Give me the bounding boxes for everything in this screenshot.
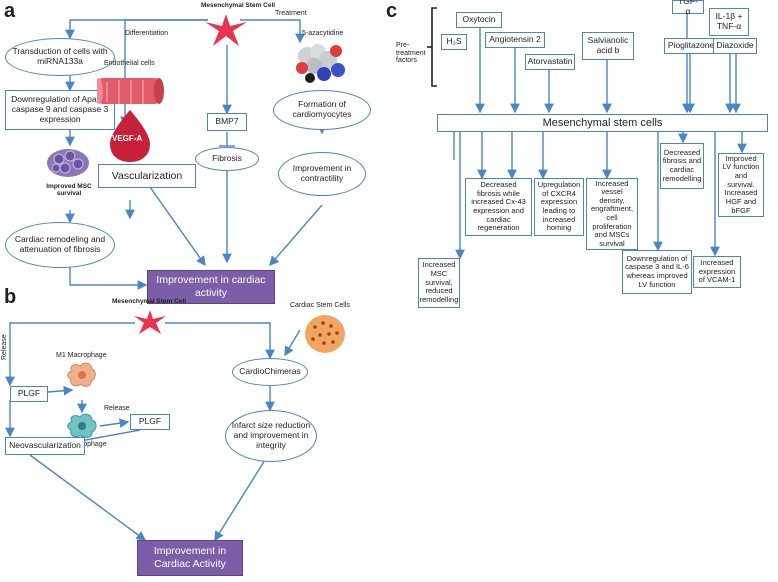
azacytidine-label: 5-azacytidine [302,30,344,37]
m2-macrophage-icon [67,413,97,438]
panel-b-stem-cell-star-icon [134,310,166,334]
outcome-il1b-tnfa: Increased expression of VCAM-1 [693,256,741,288]
vegf-drop-icon [110,110,150,162]
infarct-reduction-ellipse: Infarct size reduction and improvement i… [225,410,317,462]
cardiac-stem-cells-label: Cardiac Stem Cells [290,302,350,309]
outcome-salvianolic: Increased vessel density, engraftment, c… [586,178,638,250]
panel-b-outcome-box: Improvement in Cardiac Activity [137,540,243,576]
plgf-box-1: PLGF [10,386,48,402]
fibrosis-ellipse: Fibrosis [195,147,259,171]
release-label-1: Release [1,334,8,360]
panel-a-letter: a [4,0,16,22]
outcome-atorvastatin: Upregulation of CXCR4 expression leading… [534,178,584,236]
m1-macrophage-label: M1 Macrophage [56,352,107,359]
cardiac-stem-cells-icon [305,315,345,353]
outcome-pioglitazone: Decreased fibrosis and cardiac remodelli… [660,143,704,189]
vegf-label: VEGF-A [112,134,143,143]
factor-diazoxide: Diazoxide [713,38,757,54]
transduction-ellipse: Transduction of cells with miRNA133a [5,38,115,76]
endothelial-cells-label: Endothelial cells [104,60,155,67]
factor-angiotensin-2: Angiotensin 2 [485,32,545,48]
endothelial-vessel-icon [97,78,164,104]
differentiation-label: Differentiation [125,30,169,37]
cardiochimeras-ellipse: CardioChimeras [232,358,308,386]
panel-b-msc-label: Mesenchymal Stem Cell [112,298,187,305]
outcome-tgf-alpha: Downregulation of caspase 3 and IL-6 whe… [622,250,692,294]
bmp7-box: BMP7 [207,113,247,131]
downregulation-box: Downregulation of Apaf-1, caspase 9 and … [5,90,115,130]
factor-atorvastatin: Atorvastatin [525,54,575,70]
pretreatment-factors-label: Pre-treatment factors [396,42,426,65]
treatment-label: Treatment [275,10,307,17]
neovascularization-box: Neovascularization [5,437,85,455]
release-label-2: Release [104,405,130,412]
outcome-h2s: Increased MSC survival, reduced remodell… [418,258,460,308]
panel-b-letter: b [4,286,17,308]
factor-tgf-alpha: TGF- α [672,0,704,16]
mesenchymal-stem-cell-star-icon [205,14,247,46]
msc-cluster-icon [47,149,89,177]
formation-cardiomyocytes-ellipse: Formation of cardiomyocytes [273,90,371,130]
factor-salvianolic-acid-b: Salvianolic acid b [582,32,634,60]
factor-h2s: H₂S [441,34,467,50]
factor-il1b-tnfa: IL-1β + TNF-α [709,8,749,36]
contractility-ellipse: Improvement in contractility [278,152,366,196]
factor-pioglitazone: Pioglitazone [664,38,718,54]
outcome-diazoxide: Improved LV function and survival. Incre… [718,153,764,217]
azacytidine-molecule-icon [296,44,345,83]
vascularization-box: Vascularization [98,164,196,188]
plgf-box-2: PLGF [130,414,170,430]
panel-a-outcome-box: Improvement in cardiac activity [147,270,275,304]
cardiac-remodeling-ellipse: Cardiac remodeling and attenuation of fi… [5,222,115,268]
panel-a-msc-label: Mesenchymal Stem Cell [201,2,276,9]
m1-macrophage-icon [67,362,96,387]
outcome-oxytocin: Decreased fibrosis while increased Cx-43… [465,178,532,236]
msc-bar: Mesenchymal stem cells [437,114,768,132]
improved-msc-survival-label: Improved MSC survival [46,183,92,198]
factor-oxytocin: Oxytocin [456,12,502,28]
panel-c-letter: c [386,0,398,22]
